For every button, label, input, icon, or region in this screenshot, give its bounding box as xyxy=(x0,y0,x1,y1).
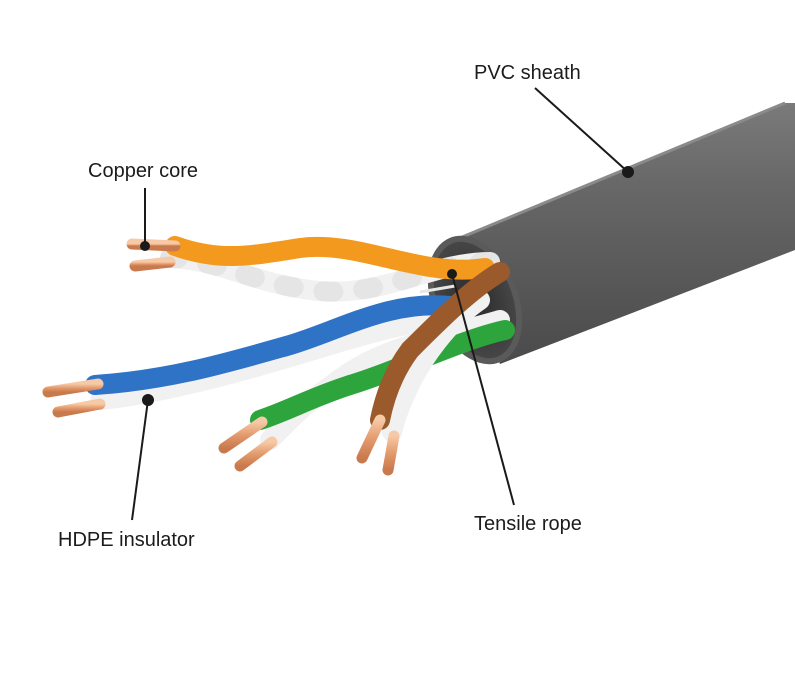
tensile-rope-leader xyxy=(451,273,515,506)
tensile-rope xyxy=(419,284,456,294)
copper-tip xyxy=(42,378,104,398)
leader-lines xyxy=(131,87,634,521)
pvc-sheath-leader xyxy=(534,87,629,173)
copper-tip xyxy=(129,256,176,272)
copper-tip xyxy=(52,398,106,418)
blue-wire-pair xyxy=(42,295,470,418)
label-tensile-rope: Tensile rope xyxy=(474,513,582,535)
copper-tip xyxy=(382,430,400,476)
copper-tip xyxy=(126,238,181,252)
label-copper-core: Copper core xyxy=(88,160,199,182)
brown-wire-pair xyxy=(356,262,510,476)
copper-tip xyxy=(234,436,278,472)
label-hdpe-insulator: HDPE insulator xyxy=(58,529,195,551)
copper-tip xyxy=(356,414,386,464)
hdpe-insulator-leader xyxy=(131,399,149,521)
copper-tip xyxy=(218,416,268,454)
orange-wire-pair xyxy=(126,236,500,302)
label-pvc-sheath: PVC sheath xyxy=(474,62,581,84)
